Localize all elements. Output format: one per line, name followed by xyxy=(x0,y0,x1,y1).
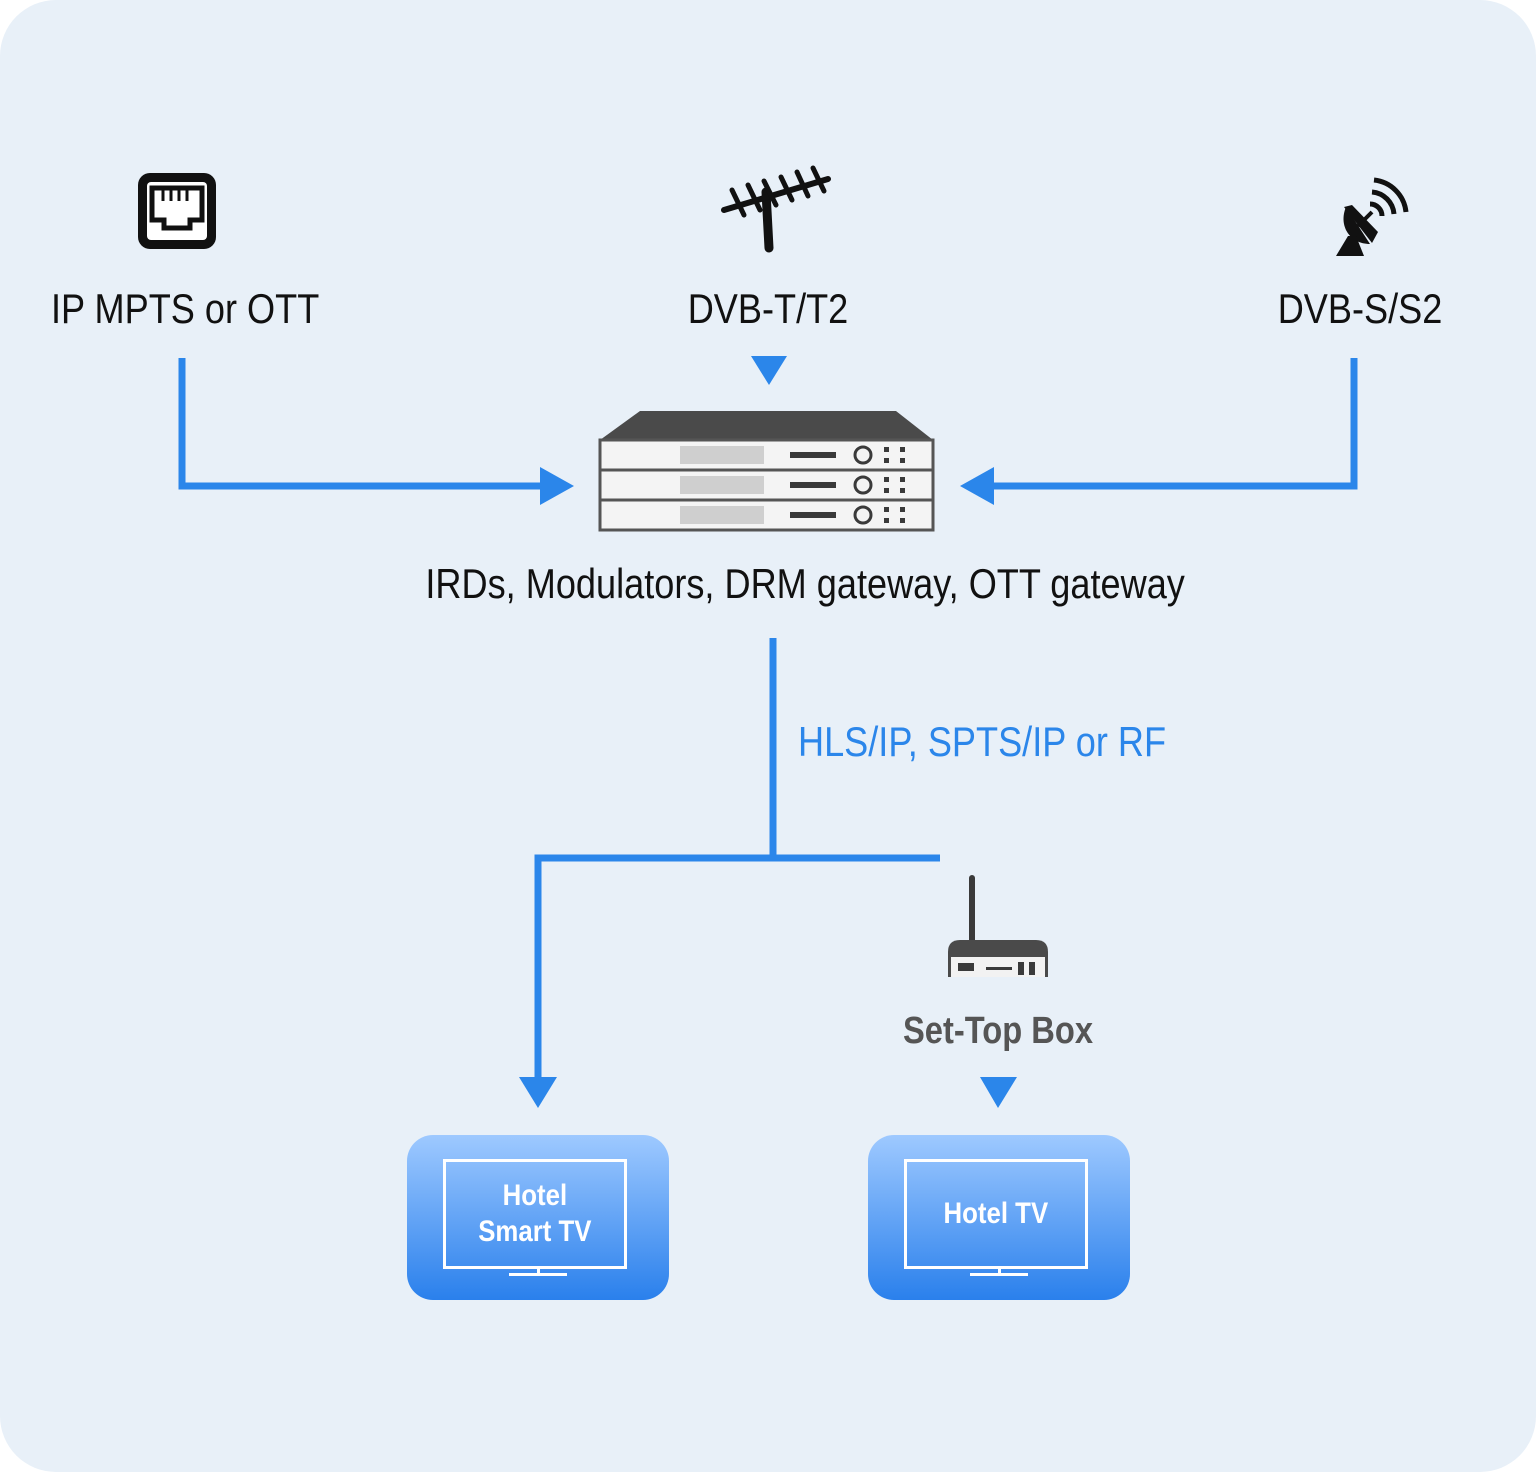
set-top-box-icon xyxy=(948,875,1048,977)
set-top-box-label: Set-Top Box xyxy=(902,1010,1094,1052)
tv-screen: Hotel TV xyxy=(904,1159,1088,1269)
tv-neck xyxy=(537,1269,540,1275)
tv-screen: Hotel Smart TV xyxy=(443,1159,627,1269)
ip-source-label: IP MPTS or OTT xyxy=(51,285,320,332)
satellite-source-label: DVB-S/S2 xyxy=(1277,285,1443,332)
terrestrial-arrowhead xyxy=(751,356,787,385)
satellite-dish-icon xyxy=(1336,177,1409,256)
hotel-tv-label: Hotel TV xyxy=(943,1197,1049,1230)
protocol-label: HLS/IP, SPTS/IP or RF xyxy=(798,718,1167,765)
stb-arrowhead xyxy=(980,1077,1017,1108)
ip-connector xyxy=(178,358,548,490)
smart-tv-label-line1: Hotel xyxy=(502,1179,568,1212)
tv-stand xyxy=(970,1273,1028,1276)
rack-equipment-icon xyxy=(598,411,935,532)
hotel-smart-tv: Hotel Smart TV xyxy=(407,1135,669,1300)
hotel-tv: Hotel TV xyxy=(868,1135,1130,1300)
tv-neck xyxy=(998,1269,1001,1275)
ip-arrowhead xyxy=(540,467,574,505)
satellite-arrowhead xyxy=(960,467,994,505)
satellite-connector xyxy=(988,358,1358,490)
tv-stand xyxy=(509,1273,567,1276)
headend-label: IRDs, Modulators, DRM gateway, OTT gatew… xyxy=(425,560,1185,607)
antenna-icon xyxy=(721,165,831,253)
smart-tv-label: Hotel Smart TV xyxy=(478,1178,591,1250)
ethernet-port-icon xyxy=(138,173,216,249)
smart-tv-label-line2: Smart TV xyxy=(478,1215,592,1248)
smart-tv-arrowhead xyxy=(519,1077,557,1108)
branch-line xyxy=(534,854,940,1082)
terrestrial-source-label: DVB-T/T2 xyxy=(687,285,849,332)
